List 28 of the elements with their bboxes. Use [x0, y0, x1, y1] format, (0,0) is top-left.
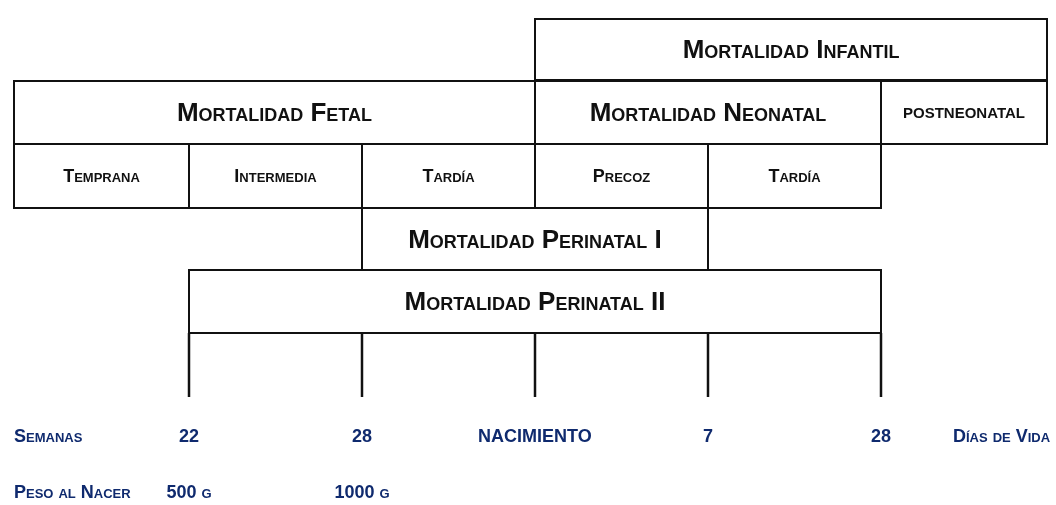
axis-label: Peso al Nacer — [14, 482, 131, 503]
category-box — [13, 80, 536, 145]
category-label: Mortalidad Infantil — [682, 34, 900, 65]
axis-label: 22 — [179, 426, 200, 447]
category-box — [13, 143, 190, 209]
axis-label: 500 g — [166, 482, 212, 503]
axis-label: 7 — [703, 426, 713, 447]
category-box — [707, 143, 882, 209]
category-label: Mortalidad Perinatal II — [404, 286, 666, 317]
category-label: Precoz — [592, 165, 651, 187]
category-box — [361, 207, 709, 271]
category-label: Temprana — [63, 165, 140, 187]
axis-label: Días de Vida — [953, 426, 1051, 447]
category-box — [188, 269, 882, 334]
category-label: Mortalidad Neonatal — [589, 97, 827, 128]
category-box — [534, 18, 1048, 81]
category-label: Mortalidad Perinatal I — [408, 223, 662, 255]
axis-label: NACIMIENTO — [478, 426, 592, 447]
axis-label: Semanas — [14, 426, 83, 447]
axis-label: 28 — [871, 426, 892, 447]
category-label: Tardía — [768, 165, 821, 187]
category-box — [880, 80, 1048, 145]
category-label: Tardía — [422, 165, 475, 187]
category-label: Mortalidad Fetal — [176, 97, 373, 128]
category-label: Intermedia — [234, 165, 317, 187]
axis-label: 1000 g — [334, 482, 390, 503]
axis-label: 28 — [352, 426, 373, 447]
category-label: POSTNEONATAL — [903, 104, 1025, 121]
